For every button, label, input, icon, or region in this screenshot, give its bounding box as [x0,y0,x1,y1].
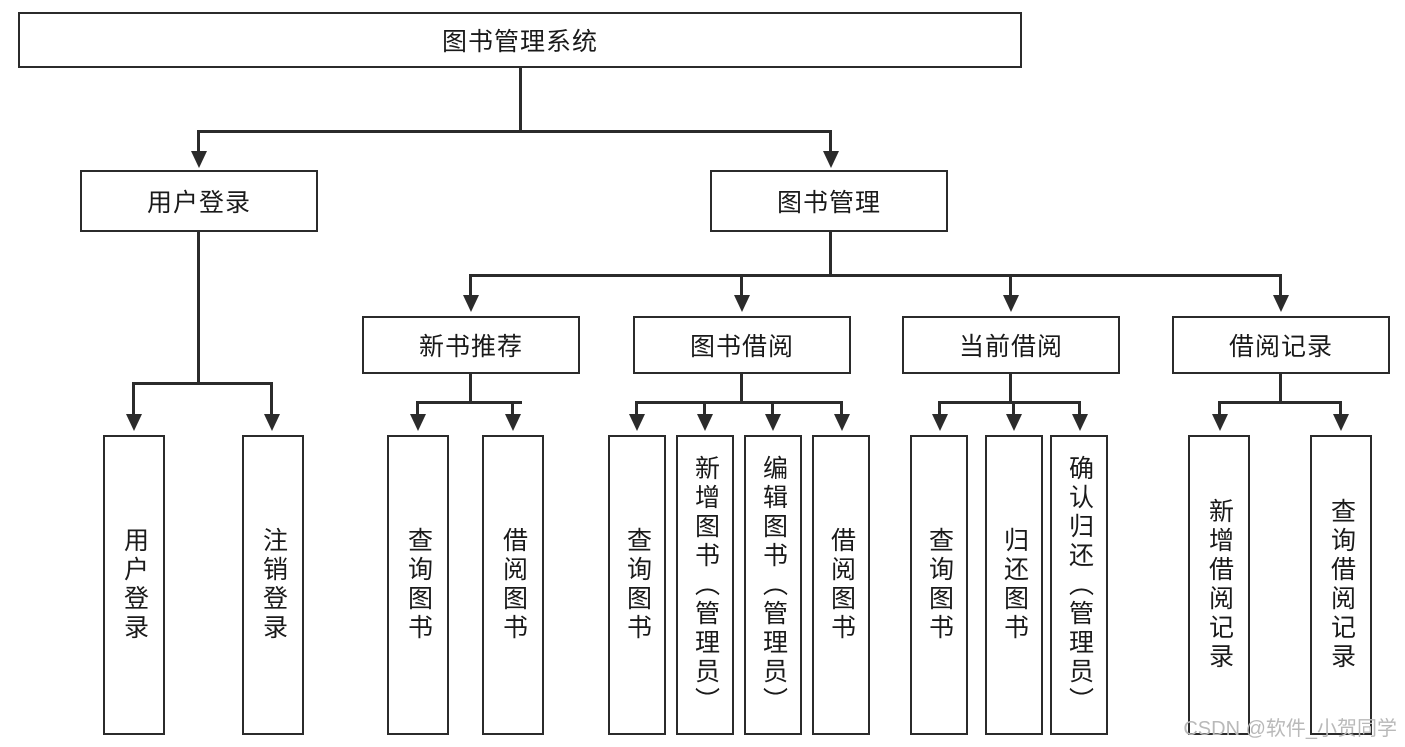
node-book-borrow-label: 图书借阅 [689,333,794,361]
connector-bookmgmt-drop-3 [1009,274,1012,296]
leaf-borrow-book-newbook[interactable]: 借阅图书 [482,435,544,735]
connector-borrowrecords-stem [1279,374,1282,401]
connector-userlogin-drop-1 [132,382,135,416]
connector-currentborrow-drop-2 [1012,401,1015,416]
connector-userlogin-bus [132,382,270,385]
node-user-login-label: 用户登录 [146,189,251,217]
arrow-to-leaf-return-book [1005,414,1022,431]
connector-bookborrow-drop-3 [771,401,774,416]
connector-bookmgmt-stem [829,232,832,274]
leaf-return-book-label: 归还图书 [1000,527,1029,643]
leaf-add-book-admin-label: 新增图书（管理员） [691,454,720,716]
leaf-add-borrow-record[interactable]: 新增借阅记录 [1188,435,1250,735]
leaf-confirm-return-admin[interactable]: 确认归还（管理员） [1050,435,1108,735]
arrow-to-leaf-borrow-book-1 [504,414,521,431]
connector-root-drop-1 [197,130,200,152]
connector-bookmgmt-drop-2 [740,274,743,296]
connector-borrowrecords-bus [1218,401,1342,404]
arrow-to-new-book-rec [462,295,479,312]
connector-bookborrow-bus [635,401,843,404]
connector-bookborrow-stem [740,374,743,401]
leaf-query-book-borrow[interactable]: 查询图书 [608,435,666,735]
leaf-add-book-admin[interactable]: 新增图书（管理员） [676,435,734,735]
leaf-query-book-current-label: 查询图书 [925,527,954,643]
node-root[interactable]: 图书管理系统 [18,12,1022,68]
node-new-book-recommendation-label: 新书推荐 [418,333,523,361]
node-new-book-recommendation[interactable]: 新书推荐 [362,316,580,374]
arrow-to-leaf-borrow-book-2 [833,414,850,431]
arrow-to-book-mgmt [822,151,839,168]
leaf-borrow-book-newbook-label: 借阅图书 [499,527,528,643]
connector-bookborrow-drop-4 [840,401,843,416]
connector-root-stem [518,68,522,130]
leaf-user-login-label: 用户登录 [120,527,149,643]
connector-currentborrow-stem [1009,374,1012,401]
arrow-to-borrow-records [1272,295,1289,312]
leaf-add-borrow-record-label: 新增借阅记录 [1205,498,1234,672]
connector-bookborrow-drop-1 [635,401,638,416]
arrow-to-leaf-edit-book [764,414,781,431]
node-root-label: 图书管理系统 [441,28,598,56]
leaf-confirm-return-admin-label: 确认归还（管理员） [1065,454,1094,716]
node-borrow-records[interactable]: 借阅记录 [1172,316,1390,374]
node-borrow-records-label: 借阅记录 [1228,333,1333,361]
leaf-logout-label: 注销登录 [259,527,288,643]
arrow-to-leaf-query-book-2 [628,414,645,431]
leaf-query-borrow-record[interactable]: 查询借阅记录 [1310,435,1372,735]
arrow-to-leaf-add-book [696,414,713,431]
arrow-to-user-login [190,151,207,168]
leaf-query-book-newbook-label: 查询图书 [404,527,433,643]
node-current-borrow[interactable]: 当前借阅 [902,316,1120,374]
connector-borrowrecords-drop-1 [1218,401,1221,416]
leaf-edit-book-admin[interactable]: 编辑图书（管理员） [744,435,802,735]
node-book-borrow[interactable]: 图书借阅 [633,316,851,374]
arrow-to-leaf-user-login [125,414,142,431]
connector-newbook-bus [416,401,522,404]
connector-currentborrow-bus [938,401,1081,404]
connector-newbook-drop-1 [416,401,419,416]
connector-bookborrow-drop-2 [703,401,706,416]
leaf-user-login[interactable]: 用户登录 [103,435,165,735]
node-user-login[interactable]: 用户登录 [80,170,318,232]
arrow-to-leaf-confirm-return [1071,414,1088,431]
arrow-to-leaf-query-book-3 [931,414,948,431]
node-book-management-label: 图书管理 [776,189,881,217]
node-current-borrow-label: 当前借阅 [958,333,1063,361]
connector-newbook-stem [469,374,472,401]
leaf-borrow-book[interactable]: 借阅图书 [812,435,870,735]
leaf-query-book-newbook[interactable]: 查询图书 [387,435,449,735]
leaf-query-book-borrow-label: 查询图书 [623,527,652,643]
connector-root-bus [197,130,832,133]
node-book-management[interactable]: 图书管理 [710,170,948,232]
connector-userlogin-drop-2 [270,382,273,416]
connector-root-drop-2 [829,130,832,152]
leaf-query-borrow-record-label: 查询借阅记录 [1327,498,1356,672]
leaf-return-book[interactable]: 归还图书 [985,435,1043,735]
connector-borrowrecords-drop-2 [1339,401,1342,416]
leaf-borrow-book-label: 借阅图书 [827,527,856,643]
arrow-to-book-borrow [733,295,750,312]
arrow-to-current-borrow [1002,295,1019,312]
arrow-to-leaf-add-record [1211,414,1228,431]
leaf-edit-book-admin-label: 编辑图书（管理员） [759,454,788,716]
connector-newbook-drop-2 [511,401,514,416]
leaf-logout[interactable]: 注销登录 [242,435,304,735]
arrow-to-leaf-query-record [1332,414,1349,431]
arrow-to-leaf-query-book-1 [409,414,426,431]
connector-userlogin-stem [197,232,200,382]
connector-bookmgmt-drop-4 [1279,274,1282,296]
connector-currentborrow-drop-1 [938,401,941,416]
arrow-to-leaf-logout [263,414,280,431]
connector-bookmgmt-bus [469,274,1281,277]
connector-currentborrow-drop-3 [1078,401,1081,416]
leaf-query-book-current[interactable]: 查询图书 [910,435,968,735]
connector-bookmgmt-drop-1 [469,274,472,296]
